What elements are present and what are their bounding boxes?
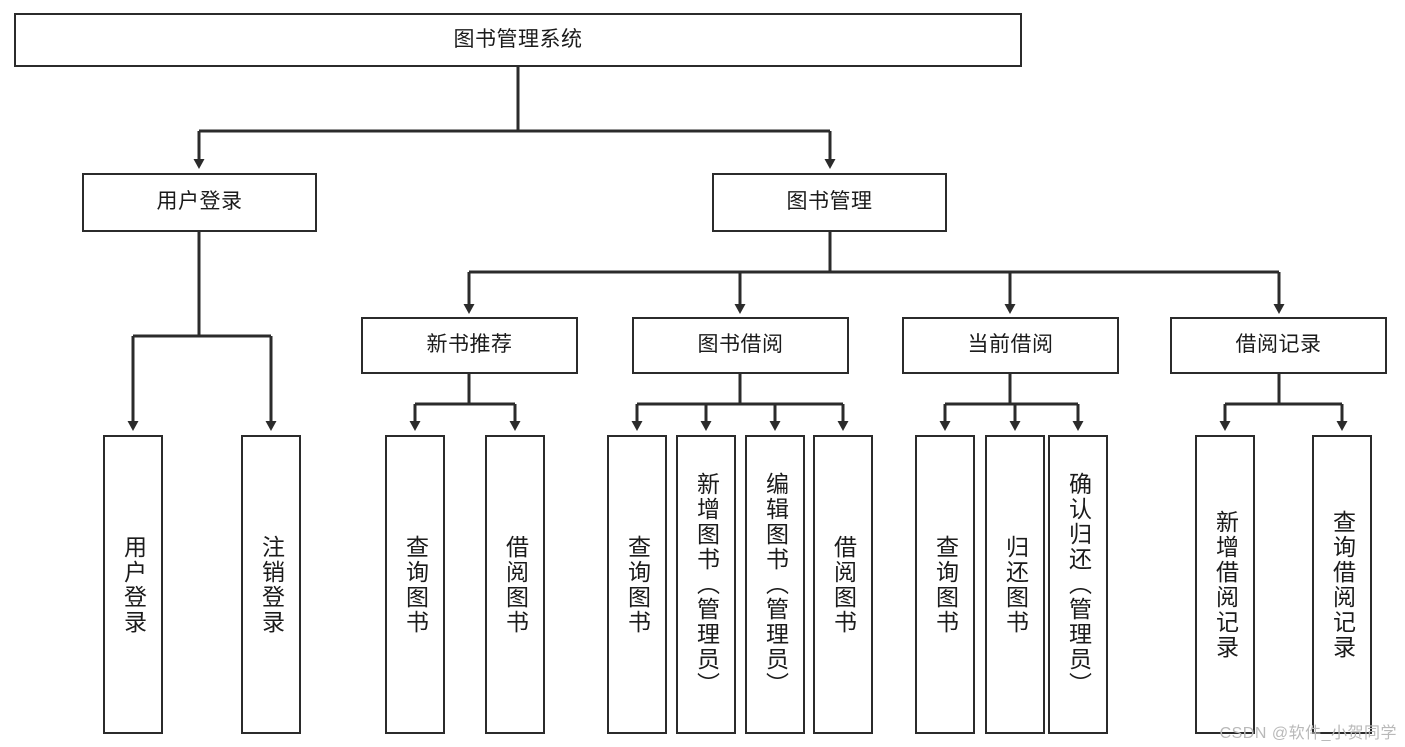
node-label: 新书推荐 [426, 333, 513, 357]
node-leaf-borrow-edit-book-admin[interactable]: 编辑图书（管理员） [745, 435, 805, 734]
node-label: 查询图书 [402, 534, 429, 635]
node-label: 查询图书 [932, 534, 959, 635]
node-label: 查询借阅记录 [1329, 509, 1356, 660]
node-root-book-management-system[interactable]: 图书管理系统 [14, 13, 1022, 67]
node-label: 编辑图书（管理员） [762, 472, 789, 697]
node-leaf-current-return-book[interactable]: 归还图书 [985, 435, 1045, 734]
node-label: 用户登录 [120, 534, 147, 635]
node-label: 确认归还（管理员） [1065, 472, 1092, 697]
node-label: 图书管理系统 [453, 27, 583, 51]
node-leaf-record-query-record[interactable]: 查询借阅记录 [1312, 435, 1372, 734]
node-leaf-borrow-add-book-admin[interactable]: 新增图书（管理员） [676, 435, 736, 734]
node-label: 当前借阅 [967, 333, 1054, 357]
node-leaf-record-add-record[interactable]: 新增借阅记录 [1195, 435, 1255, 734]
node-label: 新增借阅记录 [1212, 509, 1239, 660]
node-leaf-borrow-query-book[interactable]: 查询图书 [607, 435, 667, 734]
node-label: 注销登录 [258, 534, 285, 635]
node-leaf-borrow-borrow-book[interactable]: 借阅图书 [813, 435, 873, 734]
node-label: 图书借阅 [697, 333, 784, 357]
node-leaf-recommend-borrow-book[interactable]: 借阅图书 [485, 435, 545, 734]
node-label: 用户登录 [156, 190, 243, 214]
node-current-borrowing[interactable]: 当前借阅 [902, 317, 1119, 374]
node-label: 新增图书（管理员） [693, 472, 720, 697]
node-leaf-recommend-query-book[interactable]: 查询图书 [385, 435, 445, 734]
node-book-management[interactable]: 图书管理 [712, 173, 947, 232]
node-leaf-user-login-login[interactable]: 用户登录 [103, 435, 163, 734]
node-book-borrowing[interactable]: 图书借阅 [632, 317, 849, 374]
node-user-login[interactable]: 用户登录 [82, 173, 317, 232]
node-leaf-user-login-logout[interactable]: 注销登录 [241, 435, 301, 734]
node-leaf-current-confirm-return-admin[interactable]: 确认归还（管理员） [1048, 435, 1108, 734]
node-borrowing-records[interactable]: 借阅记录 [1170, 317, 1387, 374]
node-label: 借阅图书 [830, 534, 857, 635]
node-label: 借阅图书 [502, 534, 529, 635]
node-leaf-current-query-book[interactable]: 查询图书 [915, 435, 975, 734]
node-label: 图书管理 [786, 190, 873, 214]
node-label: 归还图书 [1002, 534, 1029, 635]
watermark: CSDN @软件_小贺同学 [1219, 725, 1397, 742]
node-label: 查询图书 [624, 534, 651, 635]
node-new-book-recommendation[interactable]: 新书推荐 [361, 317, 578, 374]
node-label: 借阅记录 [1235, 333, 1322, 357]
